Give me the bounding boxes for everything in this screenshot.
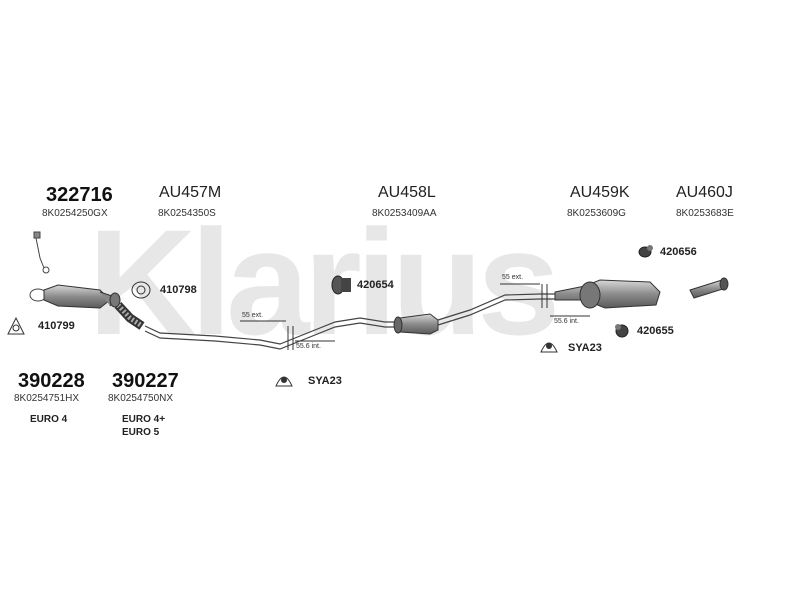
part-390227-note-2: EURO 5 xyxy=(122,427,160,438)
part-au457m-oem: 8K0254350S xyxy=(158,208,216,219)
rear-silencer xyxy=(554,279,661,309)
fitting-420654-label: 420654 xyxy=(357,279,394,291)
mounting-sya23-right-label: SYA23 xyxy=(568,342,602,354)
hanger-420655 xyxy=(615,324,629,338)
part-322716-code: 322716 xyxy=(46,184,113,206)
dim-left-int: 55.6 int. xyxy=(296,343,321,350)
part-390228-code: 390228 xyxy=(18,370,85,392)
mounting-sya23-right xyxy=(540,342,558,353)
mounting-sya23-left xyxy=(275,376,293,387)
part-au459k-oem: 8K0253609G xyxy=(567,208,626,219)
part-390227-note-1: EURO 4+ xyxy=(122,414,166,425)
gasket-410798 xyxy=(131,281,151,299)
part-au457m-code: AU457M xyxy=(159,184,222,201)
centre-silencer xyxy=(393,313,439,335)
dim-right-int: 55.6 int. xyxy=(554,318,579,325)
part-au458l-oem: 8K0253409AA xyxy=(372,208,437,219)
fitting-420655-label: 420655 xyxy=(637,325,674,337)
flex-pipe xyxy=(109,292,145,330)
hanger-420656 xyxy=(638,245,653,258)
part-au460j-code: AU460J xyxy=(676,184,733,201)
part-au458l-code: AU458L xyxy=(378,184,436,201)
fitting-410798-label: 410798 xyxy=(160,284,197,296)
part-390228-oem: 8K0254751HX xyxy=(14,393,80,404)
part-390228-note: EURO 4 xyxy=(30,414,68,425)
dim-left-ext: 55 ext. xyxy=(242,312,264,319)
catalytic-converter xyxy=(29,284,119,309)
part-390227-oem: 8K0254750NX xyxy=(108,393,174,404)
fitting-420656-label: 420656 xyxy=(660,246,697,258)
mounting-sya23-left-label: SYA23 xyxy=(308,375,342,387)
clamp-420654 xyxy=(331,275,351,295)
lambda-sensor xyxy=(33,231,50,274)
dim-right-ext: 55 ext. xyxy=(502,274,524,281)
part-390227-code: 390227 xyxy=(112,370,179,392)
part-au460j-oem: 8K0253683E xyxy=(676,208,734,219)
fitting-410799-label: 410799 xyxy=(38,320,75,332)
part-322716-oem: 8K0254250GX xyxy=(42,208,108,219)
front-pipe xyxy=(144,317,400,350)
gasket-410799 xyxy=(7,316,25,335)
mid-pipe xyxy=(437,293,555,326)
part-au459k-code: AU459K xyxy=(570,184,630,201)
tailpipe xyxy=(689,277,729,299)
joint-markers xyxy=(240,283,590,350)
